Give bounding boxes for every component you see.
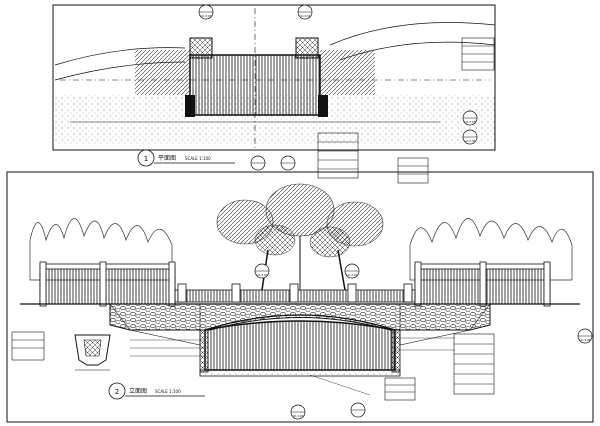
plan-bank-left xyxy=(135,50,190,95)
embankment-left xyxy=(20,303,201,346)
plan-callout-3: LD-3.05 xyxy=(462,110,478,126)
water-channel xyxy=(204,320,396,371)
elevation-title: 立面图 xyxy=(129,387,147,395)
bridge-arch xyxy=(204,314,396,331)
plan-callout-2: LD-3.04 xyxy=(297,4,313,20)
plan-callout-1: LD-3.03 xyxy=(198,4,214,20)
svg-text:LD-3.03: LD-3.03 xyxy=(257,273,268,277)
plan-callout-4: LD-3.06 xyxy=(462,129,478,145)
fence-left xyxy=(39,261,176,307)
plan-path-curve-3 xyxy=(329,22,496,46)
plan-view: 1 平面图 SCALE 1:100 LD-3.03 LD-3.04 LD-3.0… xyxy=(52,4,496,184)
plan-note-table xyxy=(461,37,495,71)
plan-section-mark-2 xyxy=(280,155,296,171)
embankment-right xyxy=(399,303,580,346)
plan-legend-table xyxy=(317,132,359,179)
elevation-callout-2: LD-3.07 xyxy=(344,263,360,279)
plan-frame xyxy=(52,4,496,151)
tree-line-left xyxy=(29,218,173,281)
central-tree-canopy xyxy=(216,183,384,291)
elevation-index-number: 2 xyxy=(115,388,119,396)
svg-text:LD-3.09: LD-3.09 xyxy=(293,414,304,418)
bridge-railing xyxy=(174,283,416,303)
elevation-frame xyxy=(6,171,594,423)
plan-section-mark-1 xyxy=(250,155,266,171)
plan-abutment-left xyxy=(185,95,195,117)
channel-base xyxy=(199,369,401,377)
elevation-view: LD-3.03 LD-3.07 LD-3.08 LD-3.09 2 立面图 SC… xyxy=(6,171,594,423)
elevation-scale: SCALE 1:100 xyxy=(155,389,181,394)
elevation-callout-3: LD-3.08 xyxy=(577,328,593,344)
channel-wall-right xyxy=(391,329,401,373)
elevation-section-mark xyxy=(350,402,366,418)
elevation-note-table-2 xyxy=(384,377,416,401)
fence-right xyxy=(414,261,551,307)
plan-legend-table-2 xyxy=(397,157,429,184)
plan-abutment-right xyxy=(318,95,328,117)
elevation-index-circle xyxy=(108,382,126,400)
elevation-callout-4: LD-3.09 xyxy=(290,404,306,420)
leader-lines xyxy=(130,337,455,396)
svg-text:LD-3.08: LD-3.08 xyxy=(580,338,591,342)
svg-text:LD-3.06: LD-3.06 xyxy=(465,139,476,143)
plan-title: 平面图 xyxy=(158,155,176,162)
elevation-callout-1: LD-3.03 xyxy=(254,263,270,279)
tree-line-right xyxy=(409,218,573,281)
plan-index-number: 1 xyxy=(144,155,148,163)
plan-bank-right xyxy=(320,50,375,95)
plan-path-curve xyxy=(54,47,186,66)
svg-text:LD-3.05: LD-3.05 xyxy=(465,120,476,124)
plan-pier-left xyxy=(189,37,213,59)
channel-wall-left xyxy=(199,329,209,373)
elevation-note-table-1 xyxy=(453,333,495,395)
svg-text:LD-3.04: LD-3.04 xyxy=(300,14,311,18)
detail-inset xyxy=(11,331,111,371)
plan-pier-right xyxy=(295,37,319,59)
svg-text:LD-3.03: LD-3.03 xyxy=(201,14,212,18)
svg-text:LD-3.07: LD-3.07 xyxy=(347,273,358,277)
plan-scale: SCALE 1:100 xyxy=(185,156,211,161)
plan-index-circle xyxy=(137,149,155,167)
